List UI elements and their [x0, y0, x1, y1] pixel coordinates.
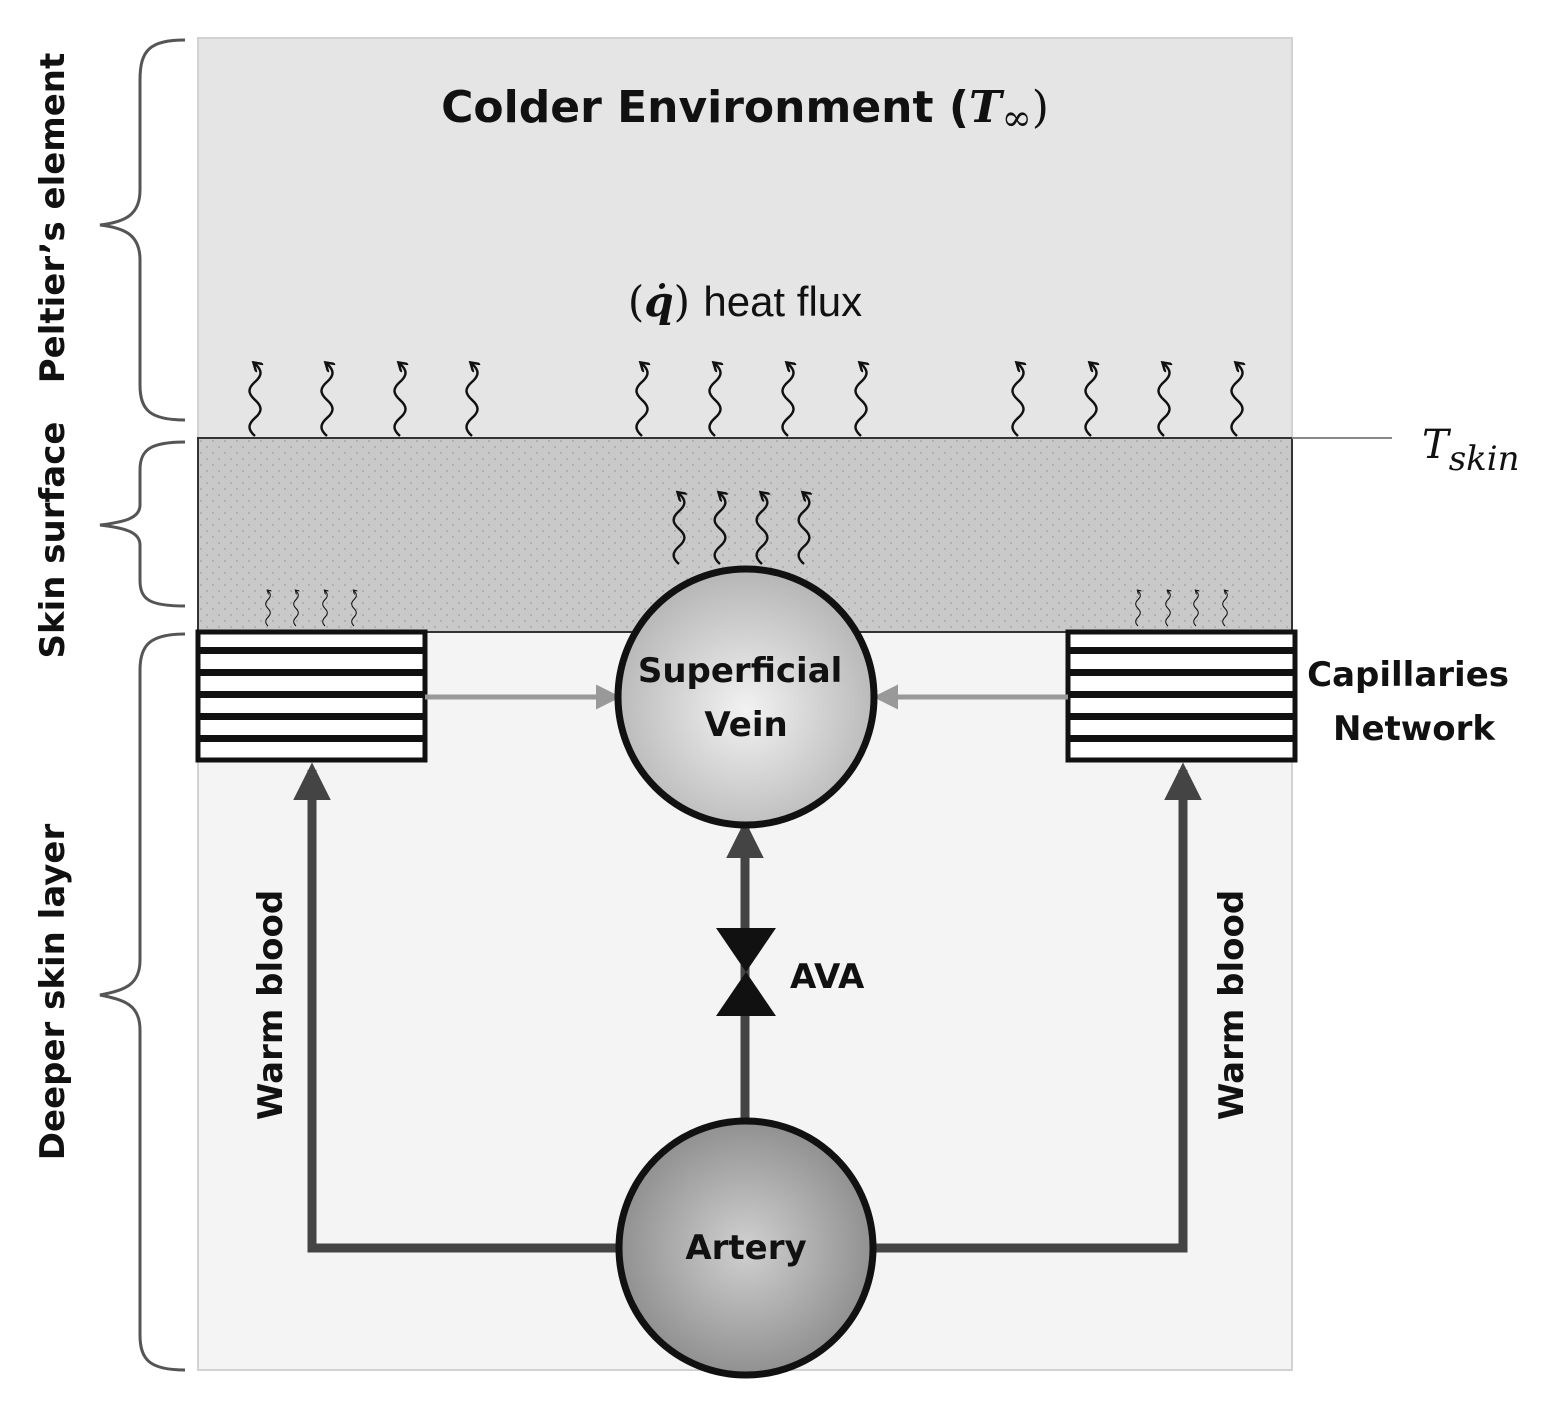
colder-environment-region — [197, 37, 1293, 439]
peltier-bracket — [99, 38, 186, 422]
ava-valve-icon — [716, 928, 776, 1016]
heat-flux-label: (q̇) heat flux — [628, 277, 862, 326]
skin-surface-bracket — [99, 440, 186, 608]
right-warm-blood-path — [872, 762, 1202, 1253]
environment-title: Colder Environment (T∞) — [441, 82, 1049, 139]
capillaries-network-left — [195, 629, 428, 763]
superficial-vein-circle — [614, 565, 878, 829]
artery-label: Artery — [685, 1228, 806, 1268]
left-warm-blood-path — [293, 762, 622, 1253]
warm-blood-left-label: Warm blood — [251, 890, 291, 1120]
peltier-element-label: Peltier’s element — [33, 53, 73, 384]
deeper-skin-bracket — [99, 632, 186, 1372]
capillaries-network-right — [1065, 629, 1298, 763]
skin-temperature-label: Tskin — [1422, 422, 1520, 479]
warm-blood-right-label: Warm blood — [1212, 890, 1252, 1120]
superficial-vein-label: Superficial Vein — [638, 651, 854, 745]
capillaries-network-label: Capillaries Network — [1307, 655, 1521, 749]
skin-surface-label: Skin surface — [33, 422, 73, 659]
ava-label: AVA — [790, 957, 865, 997]
artery-circle — [615, 1117, 877, 1379]
deeper-skin-layer-label: Deeper skin layer — [33, 824, 73, 1161]
